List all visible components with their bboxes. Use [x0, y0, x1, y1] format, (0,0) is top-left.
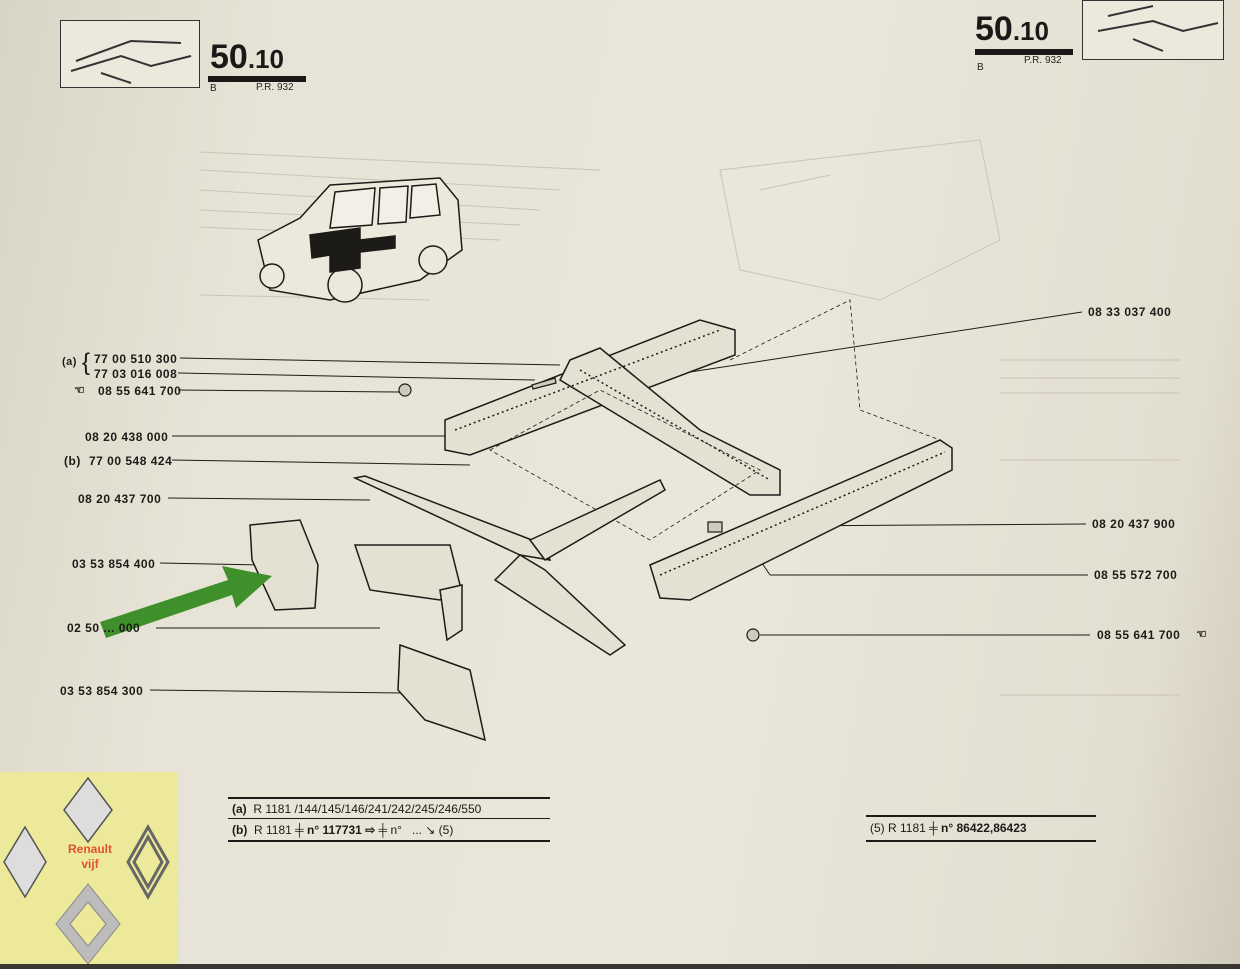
green-arrow-annotation: [100, 566, 272, 638]
part-label: 08 33 037 400: [1088, 305, 1172, 319]
note-text: R 1181: [888, 821, 926, 835]
note-5: (5) R 1181 ╪ n° 86422,86423: [870, 821, 1027, 835]
reference-code: P.R. 932: [256, 82, 294, 93]
fasteners: [398, 377, 760, 642]
note-text: R 1181 /144/145/146/241/242/245/246/550: [253, 802, 482, 816]
reference-code: P.R. 932: [1024, 55, 1062, 66]
car-illustration: [257, 177, 463, 303]
logo-line1: Renault: [67, 842, 112, 856]
pointing-hand-icon: ☜: [74, 383, 86, 397]
header-thumbnail-left: [60, 20, 200, 88]
chassis-number: n° 86422,86423: [941, 821, 1027, 835]
part-label: 77 00 548 424: [89, 454, 173, 468]
rule: [228, 818, 550, 819]
part-label: 08 55 641 700: [98, 384, 182, 398]
floor-outline: [489, 299, 941, 541]
inner-members: [249, 475, 666, 742]
chassis-icon: ╪: [929, 821, 938, 835]
chassis-icon: ╪: [378, 823, 388, 837]
part-label: 03 53 854 400: [72, 557, 156, 571]
side-rail: [649, 439, 953, 601]
note-b: (b) R 1181 ╪ n° 117731 ⇨ ╪ n° ... ↘ (5): [232, 823, 453, 837]
section-number-left: 50.10: [210, 38, 284, 77]
note-key: (5): [870, 821, 885, 835]
logo-line2: vijf: [81, 857, 99, 871]
front-crossmember: [444, 319, 781, 496]
rule: [228, 840, 550, 842]
rule: [866, 815, 1096, 817]
part-label: 77 00 510 300: [94, 352, 178, 366]
renault-emblems-icon: [3, 776, 170, 965]
part-label: 08 55 641 700: [1097, 628, 1181, 642]
chassis-number: n°: [390, 823, 402, 837]
part-label: 08 20 438 000: [85, 430, 169, 444]
header-bar: [208, 76, 306, 82]
frame-thumbnail-icon: [1097, 5, 1219, 52]
header-bar: [975, 49, 1073, 55]
header-thumbnail-right: [1082, 0, 1224, 60]
rule: [866, 840, 1096, 842]
part-label: 08 55 572 700: [1094, 568, 1178, 582]
note-key: (b): [232, 823, 248, 837]
note-key: (a): [232, 802, 247, 816]
section-major: 50: [975, 10, 1013, 48]
part-label: 08 20 437 700: [78, 492, 162, 506]
footnote-marker-b: (b): [64, 454, 81, 468]
section-minor: .10: [247, 44, 284, 74]
frame-thumbnail-icon: [70, 39, 192, 84]
part-label: 77 03 016 008: [94, 367, 178, 381]
brace: {: [82, 349, 91, 376]
leader-lines: [149, 311, 1090, 694]
note-a: (a) R 1181 /144/145/146/241/242/245/246/…: [232, 802, 481, 816]
note-end: ... ↘ (5): [411, 823, 454, 837]
note-text: R 1181: [254, 823, 292, 837]
variant-code: B: [977, 62, 984, 73]
chassis-number: n° 117731 ⇨: [307, 823, 376, 837]
section-minor: .10: [1012, 16, 1049, 46]
rule: [228, 797, 550, 799]
pointing-hand-icon: ☜: [1196, 627, 1208, 641]
variant-code: B: [210, 83, 217, 94]
footnote-marker-a: (a): [62, 356, 77, 368]
part-label: 08 20 437 900: [1092, 517, 1176, 531]
chassis-icon: ╪: [295, 823, 304, 837]
part-label-obscured: 02 50 ... 000: [67, 621, 141, 635]
section-major: 50: [210, 38, 248, 76]
section-number-right: 50.10: [975, 10, 1049, 49]
part-label: 03 53 854 300: [60, 684, 144, 698]
